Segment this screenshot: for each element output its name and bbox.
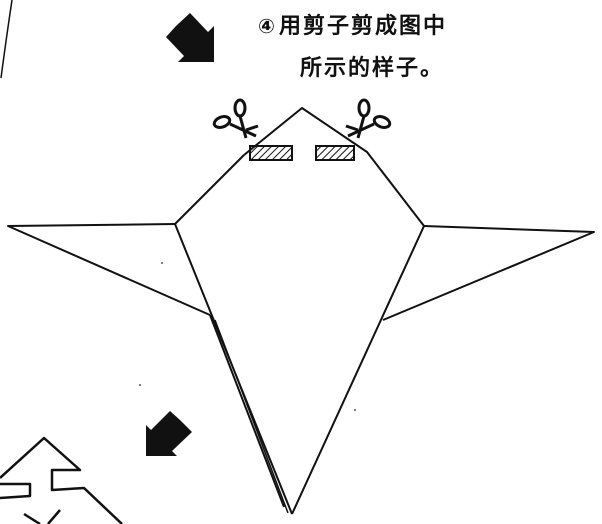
- plane-right-wing: [382, 225, 595, 321]
- plane-body-right-edge: [291, 225, 425, 515]
- page-border-line: [0, 0, 13, 79]
- plane-nose-outline: [243, 107, 425, 227]
- plane-left-shoulder: [174, 154, 245, 225]
- scissors-icon: [345, 98, 392, 139]
- step-number: ④: [258, 14, 277, 38]
- plane-inner-fold-2: [214, 319, 289, 514]
- plane-body: [7, 107, 595, 515]
- arrow-down-right-icon: [166, 13, 214, 62]
- next-step-figure-partial: [0, 436, 123, 524]
- speck: [354, 409, 356, 411]
- cut-mark-left: [249, 145, 293, 161]
- instruction-text-1: 用剪子剪成图中: [278, 14, 447, 39]
- speck: [161, 262, 163, 264]
- instruction-line-2: 所示的样子。: [300, 56, 445, 81]
- instruction-line-1: ④用剪子剪成图中: [258, 8, 447, 40]
- arrow-down-left-icon: [146, 411, 192, 456]
- plane-left-wing: [7, 223, 211, 316]
- scissors-icon: [212, 98, 259, 139]
- speck: [139, 384, 141, 386]
- cut-mark-right: [315, 145, 355, 161]
- plane-inner-fold-1: [209, 314, 285, 508]
